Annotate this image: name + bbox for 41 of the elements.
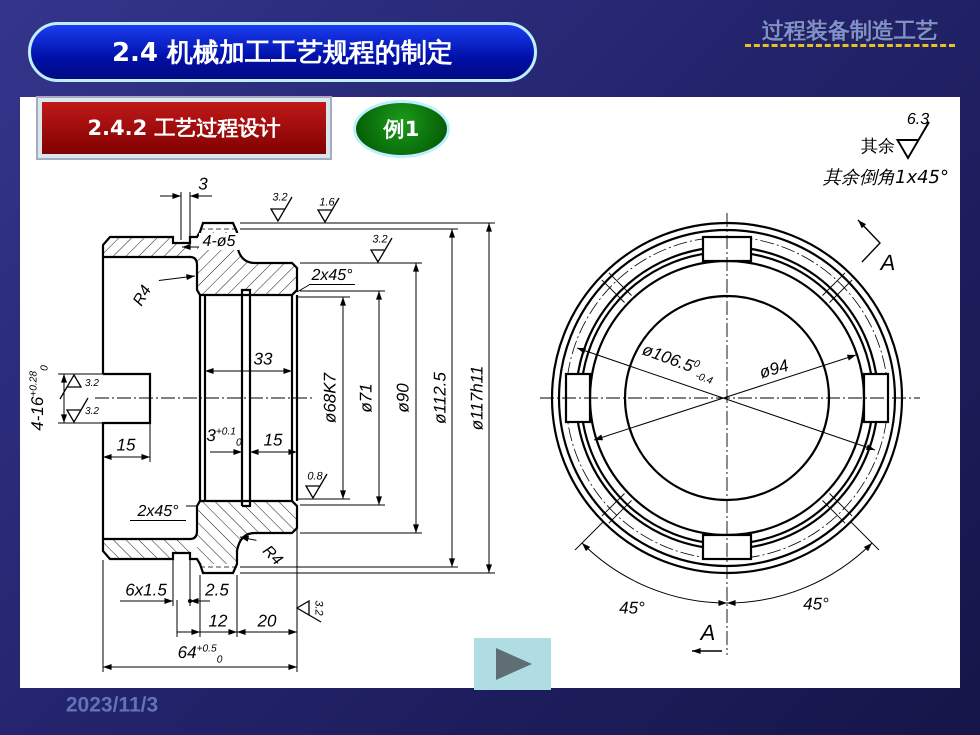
dimension-text: 6x1.5 (125, 582, 167, 598)
leader-line (240, 536, 257, 542)
dimension-text: ø90 (394, 383, 412, 413)
dimension-text: ø68K7 (322, 372, 338, 424)
dimension-text: ø94 (758, 356, 790, 382)
date-text: 2023/11/3 (66, 694, 158, 716)
roughness-value: 3.2 (85, 407, 99, 417)
note-text: 其余 (861, 138, 895, 156)
dimension-text: R4 (256, 540, 288, 572)
section-letter: A (700, 622, 716, 644)
dimension-text: 2x45° (130, 504, 186, 521)
roughness-value: 3.2 (312, 600, 324, 616)
roughness-value: 3.2 (85, 379, 99, 389)
roughness-value: 0.8 (307, 472, 323, 482)
note-text: 其余倒角1x45° (823, 169, 949, 187)
dimension-text: ø117h11 (468, 366, 486, 430)
course-title: 过程装备制造工艺 (762, 21, 938, 43)
section-tab: 2.4.2 工艺过程设计 (38, 98, 330, 158)
dimension-text: 33 (254, 350, 272, 368)
dimension-text: ø112.5 (432, 372, 448, 424)
dimension-text: 2.5 (205, 582, 229, 598)
dimension-text: 45° (803, 596, 829, 612)
roughness-value: 6.3 (906, 112, 930, 128)
dimension-text: 4-ø5 (199, 233, 239, 250)
dimension-text: ø71 (358, 383, 374, 413)
section-letter: A (880, 252, 896, 274)
dimension-text: 15 (116, 436, 136, 454)
roughness-value: 3.2 (372, 234, 388, 246)
dimension-text: 45° (619, 600, 645, 616)
dimension-text: 15 (264, 432, 282, 448)
dimension-text: R4 (127, 280, 159, 312)
roughness-value: 3.2 (272, 192, 288, 204)
roughness-value: 1.6 (319, 198, 335, 208)
leader-line (182, 244, 200, 250)
dimension-text: 20 (258, 612, 276, 630)
leader-line (158, 274, 196, 281)
dimension-text: 3 (198, 176, 208, 192)
dimension-text: 12 (208, 612, 228, 630)
leader-line (296, 284, 310, 292)
dimension-text: 2x45° (309, 268, 355, 285)
title-banner: 2.4 机械加工工艺规程的制定 (28, 22, 537, 82)
